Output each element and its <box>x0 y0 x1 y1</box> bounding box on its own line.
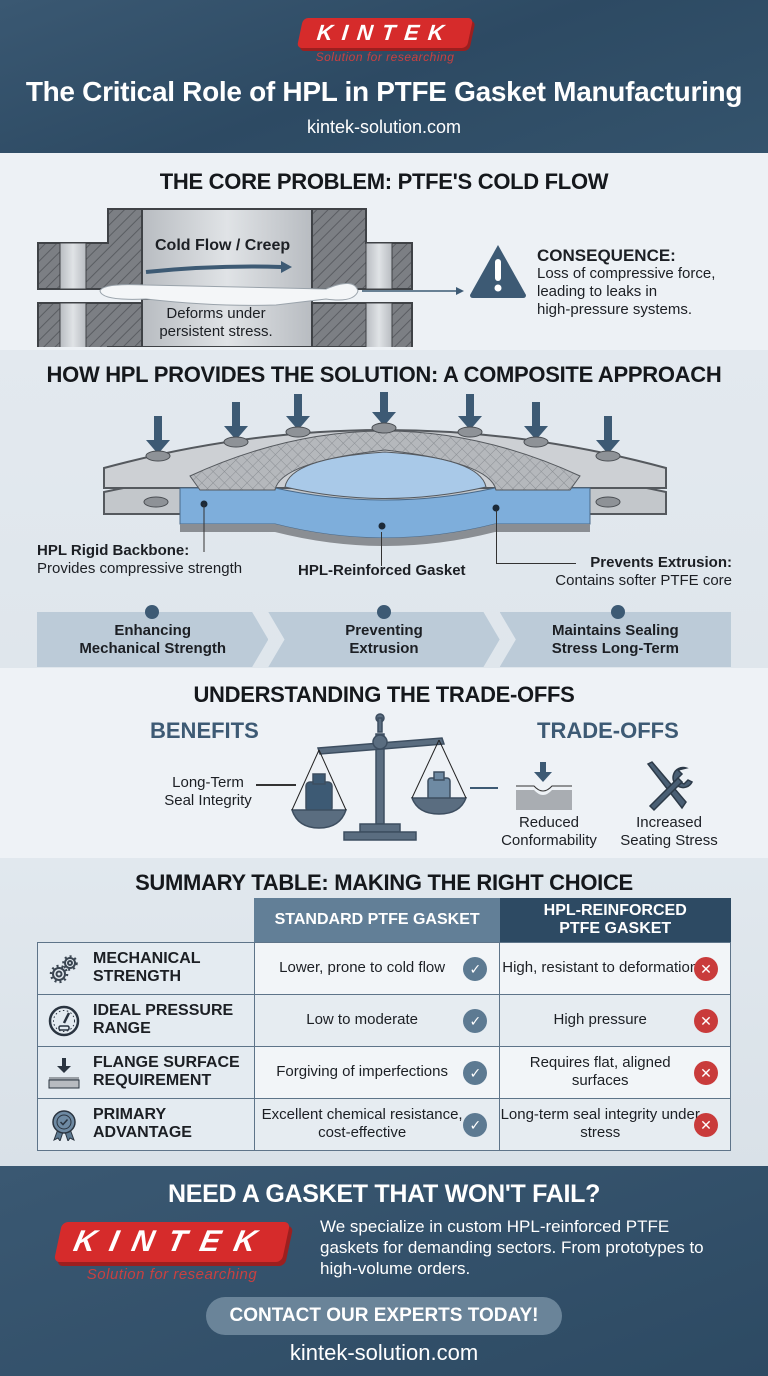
award-ribbon-icon <box>52 1109 76 1141</box>
cross-icon: ✕ <box>694 1112 718 1137</box>
composite-gasket-diagram <box>103 392 667 552</box>
cold-flow-label: Cold Flow / Creep <box>155 237 291 254</box>
check-icon: ✓ <box>463 1008 488 1033</box>
cross-icon: ✕ <box>694 956 718 981</box>
standard-cell: Excellent chemical resistance, cost-effe… <box>253 1097 501 1151</box>
kintek-logo[interactable]: KINTEK Solution for researching <box>296 18 474 68</box>
solution-title: HOW HPL PROVIDES THE SOLUTION: A COMPOSI… <box>46 362 722 387</box>
cross-icon: ✕ <box>694 1008 718 1033</box>
footer-heading: NEED A GASKET THAT WON'T FAIL? <box>167 1180 601 1208</box>
flange-cold-flow-diagram <box>37 208 464 347</box>
reduced-conformability-icon <box>516 762 572 810</box>
wrench-screwdriver-icon <box>646 761 694 812</box>
standard-cell: Lower, prone to cold flow✓ <box>253 941 501 995</box>
hpl-cell: Requires flat, aligned surfaces✕ <box>499 1045 731 1099</box>
check-icon: ✓ <box>463 956 488 981</box>
gears-icon <box>49 954 78 983</box>
tradeoffs-heading: TRADE-OFFS <box>537 718 679 743</box>
check-icon: ✓ <box>463 1060 488 1085</box>
standard-cell: Forgiving of imperfections✓ <box>253 1045 501 1099</box>
tradeoffs-section: UNDERSTANDING THE TRADE-OFFS BENEFITS TR… <box>0 668 768 858</box>
footer-kintek-logo[interactable]: KINTEK Solution for researching <box>53 1222 294 1283</box>
gasket-callout: HPL-Reinforced Gasket <box>298 562 466 579</box>
consequence-text: CONSEQUENCE: Loss of compressive force, … <box>537 246 716 319</box>
logo-text: KINTEK <box>315 20 455 45</box>
step-dot <box>377 605 391 619</box>
header-url[interactable]: kintek-solution.com <box>306 117 462 137</box>
warning-icon <box>470 245 526 298</box>
benefits-heading: BENEFITS <box>150 718 259 743</box>
check-icon: ✓ <box>463 1112 488 1137</box>
tradeoffs-title: UNDERSTANDING THE TRADE-OFFS <box>193 682 575 707</box>
backbone-callout: HPL Rigid Backbone: Provides compressive… <box>37 542 243 577</box>
flange-surface-icon <box>48 1057 80 1088</box>
contact-experts-button[interactable]: CONTACT OUR EXPERTS TODAY! <box>206 1297 562 1335</box>
extrusion-callout: Prevents Extrusion: Contains softer PTFE… <box>555 554 732 589</box>
col-standard-header: STANDARD PTFE GASKET <box>254 898 500 942</box>
page-header: KINTEK Solution for researching The Crit… <box>0 0 768 153</box>
footer-cta-section: NEED A GASKET THAT WON'T FAIL? KINTEK So… <box>0 1166 768 1376</box>
summary-title: SUMMARY TABLE: MAKING THE RIGHT CHOICE <box>135 870 633 895</box>
logo-tagline: Solution for researching <box>315 50 455 64</box>
step-dot <box>145 605 159 619</box>
core-problem-section: THE CORE PROBLEM: PTFE'S COLD FLOW Cold … <box>0 153 768 350</box>
gauge-icon <box>48 1005 80 1036</box>
hpl-cell: High pressure✕ <box>499 993 731 1047</box>
footer-description: We specialize in custom HPL-reinforced P… <box>320 1217 704 1278</box>
footer-url[interactable]: kintek-solution.com <box>289 1340 479 1365</box>
hpl-cell: High, resistant to deformation✕ <box>499 941 731 995</box>
core-problem-title: THE CORE PROBLEM: PTFE'S COLD FLOW <box>159 169 609 194</box>
page-title: The Critical Role of HPL in PTFE Gasket … <box>25 76 743 107</box>
deforms-label: Deforms under persistent stress. <box>159 305 273 340</box>
step-dot <box>611 605 625 619</box>
balance-scale-icon <box>290 713 468 841</box>
cross-icon: ✕ <box>694 1060 718 1085</box>
hpl-cell: Long-term seal integrity under stress✕ <box>499 1097 731 1151</box>
standard-cell: Low to moderate✓ <box>253 993 501 1047</box>
